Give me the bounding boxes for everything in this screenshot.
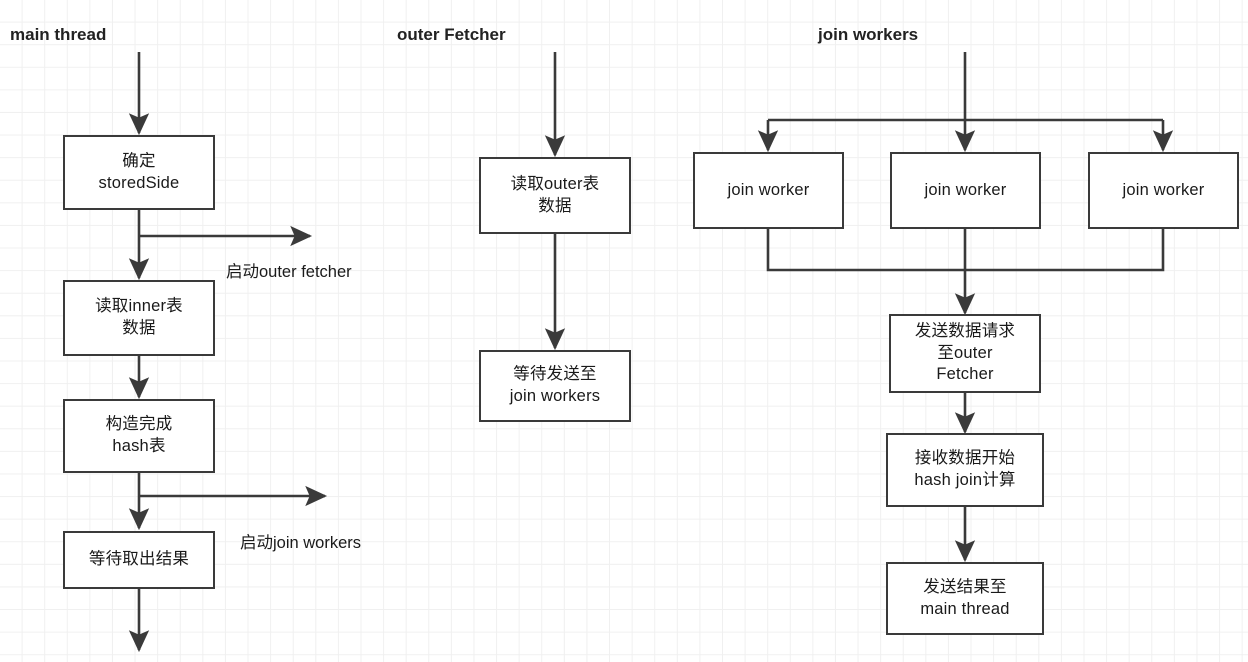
- node-determine-stored-side[interactable]: 确定 storedSide: [63, 135, 215, 210]
- lane-title-join-workers: join workers: [818, 25, 919, 44]
- node-wait-fetch-result[interactable]: 等待取出结果: [63, 531, 215, 589]
- node-wait-send-to-join-workers[interactable]: 等待发送至 join workers: [479, 350, 631, 422]
- node-read-inner-table[interactable]: 读取inner表 数据: [63, 280, 215, 356]
- node-read-outer-table[interactable]: 读取outer表 数据: [479, 157, 631, 234]
- node-join-worker-3[interactable]: join worker: [1088, 152, 1239, 229]
- node-join-worker-2[interactable]: join worker: [890, 152, 1041, 229]
- node-send-result-to-main-thread[interactable]: 发送结果至 main thread: [886, 562, 1044, 635]
- node-build-hash-table[interactable]: 构造完成 hash表: [63, 399, 215, 473]
- lane-title-outer-fetcher: outer Fetcher: [397, 25, 506, 44]
- node-send-data-request-to-outer-fetcher[interactable]: 发送数据请求 至outer Fetcher: [889, 314, 1041, 393]
- edge-worker-1-to-merge: [766, 228, 965, 272]
- node-receive-data-start-hash-join[interactable]: 接收数据开始 hash join计算: [886, 433, 1044, 507]
- node-join-worker-1[interactable]: join worker: [693, 152, 844, 229]
- edge-label-start-outer-fetcher: 启动outer fetcher: [226, 263, 352, 281]
- edge-label-start-join-workers: 启动join workers: [240, 534, 362, 552]
- lane-title-main-thread: main thread: [10, 25, 107, 44]
- edge-worker-3-to-merge: [965, 228, 1165, 272]
